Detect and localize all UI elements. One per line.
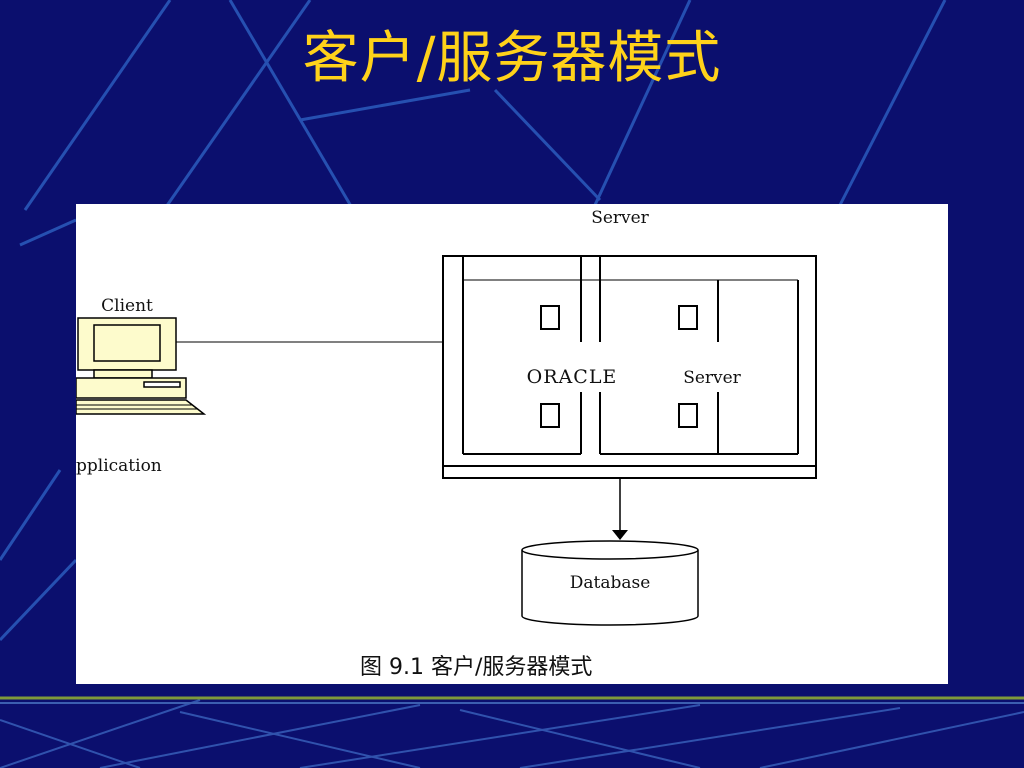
process-square	[678, 403, 698, 428]
client-server-diagram: Server ORACLE Server Client	[76, 208, 817, 680]
database-label: Database	[570, 573, 651, 593]
figure-panel: Server ORACLE Server Client	[76, 204, 948, 684]
server-box	[442, 255, 817, 479]
slide-title: 客户/服务器模式	[302, 26, 722, 91]
server-label: Server	[591, 208, 649, 228]
process-square	[540, 403, 560, 428]
client-label: Client	[101, 296, 153, 316]
figure-caption: 图 9.1 客户/服务器模式	[360, 655, 592, 680]
database-cylinder	[521, 540, 699, 626]
computer-icon	[76, 317, 207, 415]
database-arrow	[612, 478, 628, 540]
process-square	[540, 305, 560, 330]
process-square	[678, 305, 698, 330]
inner-server-label: Server	[683, 368, 741, 388]
client-caption: pplication	[76, 456, 162, 476]
process-boxes	[540, 305, 698, 428]
oracle-label: ORACLE	[527, 366, 618, 388]
